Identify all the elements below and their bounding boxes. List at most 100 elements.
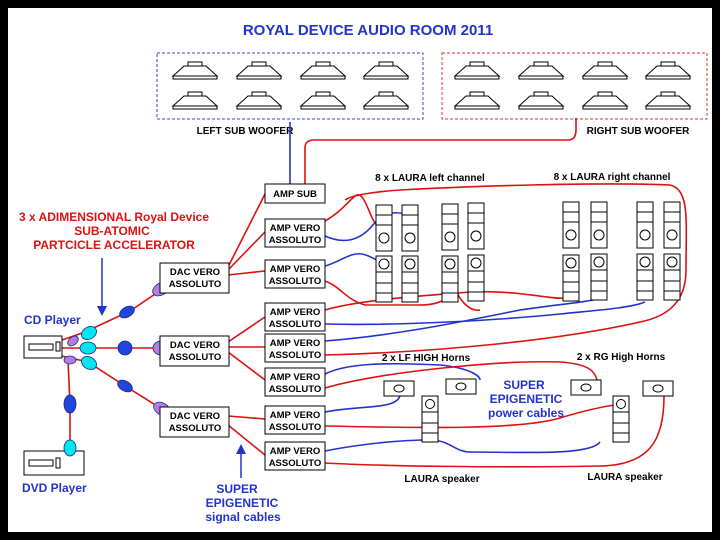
subwoofer-rim bbox=[518, 75, 564, 80]
laura-tower-1 bbox=[401, 204, 419, 252]
amp-label-line2: ASSOLUTO bbox=[269, 319, 322, 330]
amp-box-frame bbox=[264, 302, 326, 332]
cable-lines bbox=[61, 118, 688, 468]
subwoofer-rim bbox=[363, 105, 409, 110]
dac-box-frame bbox=[159, 335, 230, 367]
laura-tower-driver bbox=[470, 230, 482, 242]
subwoofer-icon-0 bbox=[171, 61, 219, 80]
subwoofer-rim bbox=[172, 105, 218, 110]
laura-tower-driver bbox=[666, 229, 678, 241]
amp-box-frame bbox=[264, 259, 326, 289]
horn-mouth bbox=[580, 383, 592, 392]
amp-label-line1: AMP VERO bbox=[270, 410, 321, 421]
laura-single-speaker-1 bbox=[421, 395, 439, 443]
amp-label-line2: ASSOLUTO bbox=[269, 422, 322, 433]
accelerator-node-cyan-3 bbox=[81, 356, 97, 370]
laura-single-speakers bbox=[421, 395, 630, 443]
amp5-blue-out bbox=[324, 362, 481, 381]
subwoofer-magnet bbox=[251, 61, 267, 67]
laura-tower-body bbox=[590, 201, 608, 249]
cd-player-knob bbox=[55, 341, 61, 352]
laura-right-label: 8 x LAURA right channel bbox=[554, 172, 671, 183]
dvd-player-label: DVD Player bbox=[22, 481, 87, 495]
subwoofer-magnet bbox=[187, 61, 203, 67]
left-subwoofer-group bbox=[156, 52, 424, 120]
laura-single-body bbox=[612, 395, 630, 443]
subwoofer-rim bbox=[300, 105, 346, 110]
dac-label-line1: DAC VERO bbox=[170, 267, 220, 278]
amp7-blue-out bbox=[324, 439, 601, 454]
subwoofer-rim bbox=[236, 75, 282, 80]
laura-tower-driver bbox=[444, 258, 456, 270]
amp-box-frame bbox=[264, 405, 326, 435]
dac1-to-amp1 bbox=[227, 231, 266, 271]
lf-horns-label: 2 x LF HIGH Horns bbox=[382, 353, 471, 364]
laura-single-driver bbox=[425, 399, 435, 409]
subwoofer-magnet bbox=[315, 91, 331, 97]
subwoofer-icon-12 bbox=[581, 61, 629, 80]
amp-sub-label: AMP SUB bbox=[273, 189, 317, 200]
signal-cables-label-line1: SUPER bbox=[216, 482, 258, 496]
accelerator-label-line2: SUB-ATOMIC bbox=[74, 224, 150, 238]
subwoofer-icon-6 bbox=[362, 61, 410, 80]
laura-tower-low-15 bbox=[663, 253, 681, 301]
laura-tower-body bbox=[467, 202, 485, 250]
laura-single-speaker-2 bbox=[612, 395, 630, 443]
dvd-player-knob bbox=[55, 457, 61, 469]
dac-label-line1: DAC VERO bbox=[170, 340, 220, 351]
laura-left-label: 8 x LAURA left channel bbox=[375, 173, 485, 184]
cd-player-label: CD Player bbox=[24, 313, 81, 327]
amp-label-line1: AMP VERO bbox=[270, 307, 321, 318]
accelerator-node-blue-6 bbox=[119, 305, 135, 319]
subwoofer-rim bbox=[645, 105, 691, 110]
laura-tower-low-14 bbox=[636, 253, 654, 301]
laura-tower-5 bbox=[590, 201, 608, 249]
amp-label-line2: ASSOLUTO bbox=[269, 276, 322, 287]
dac-box-frame bbox=[159, 406, 230, 438]
right-subwoofer-group bbox=[441, 52, 708, 120]
subwoofer-magnet bbox=[660, 91, 676, 97]
subwoofer-icon-14 bbox=[644, 61, 692, 80]
subwoofer-magnet bbox=[251, 91, 267, 97]
subwoofer-icon-4 bbox=[299, 61, 347, 80]
dac-box-frame bbox=[159, 262, 230, 294]
accelerator-node-blue-12 bbox=[63, 394, 77, 414]
dac1-to-amp2 bbox=[227, 270, 266, 276]
laura-tower-6 bbox=[636, 201, 654, 249]
accelerator-node-blue-7 bbox=[117, 340, 133, 356]
laura-tower-driver bbox=[666, 256, 678, 268]
laura-tower-driver bbox=[639, 256, 651, 268]
subwoofer-magnet bbox=[533, 91, 549, 97]
dac2-to-amp3 bbox=[227, 316, 266, 343]
subwoofer-rim bbox=[236, 105, 282, 110]
horn-speakers bbox=[383, 378, 674, 397]
amp3-red-out bbox=[324, 290, 566, 311]
subwoofer-rim bbox=[645, 75, 691, 80]
laura-tower-driver bbox=[404, 232, 416, 244]
subwoofer-magnet bbox=[597, 91, 613, 97]
subwoofer-icon-9 bbox=[453, 91, 501, 110]
subwoofer-icon-2 bbox=[235, 61, 283, 80]
dac-label-line1: DAC VERO bbox=[170, 411, 220, 422]
laura-tower-body bbox=[441, 203, 459, 251]
laura-tower-low-8 bbox=[375, 255, 393, 303]
dac3-to-amp6 bbox=[227, 415, 266, 420]
laura-tower-driver bbox=[378, 258, 390, 270]
accelerator-label-line3: PARTCICLE ACCELERATOR bbox=[33, 238, 195, 252]
accelerator-node-cyan-13 bbox=[63, 439, 77, 457]
power-cables-label-line1: SUPER bbox=[503, 378, 545, 392]
laura-tower-2 bbox=[441, 203, 459, 251]
amp-label-line2: ASSOLUTO bbox=[269, 235, 322, 246]
dac-label-line2: ASSOLUTO bbox=[169, 279, 222, 290]
laura-tower-body bbox=[401, 204, 419, 252]
signal-cables-label-line2: EPIGENETIC bbox=[206, 496, 279, 510]
right-subwoofer-label: RIGHT SUB WOOFER bbox=[587, 126, 691, 137]
